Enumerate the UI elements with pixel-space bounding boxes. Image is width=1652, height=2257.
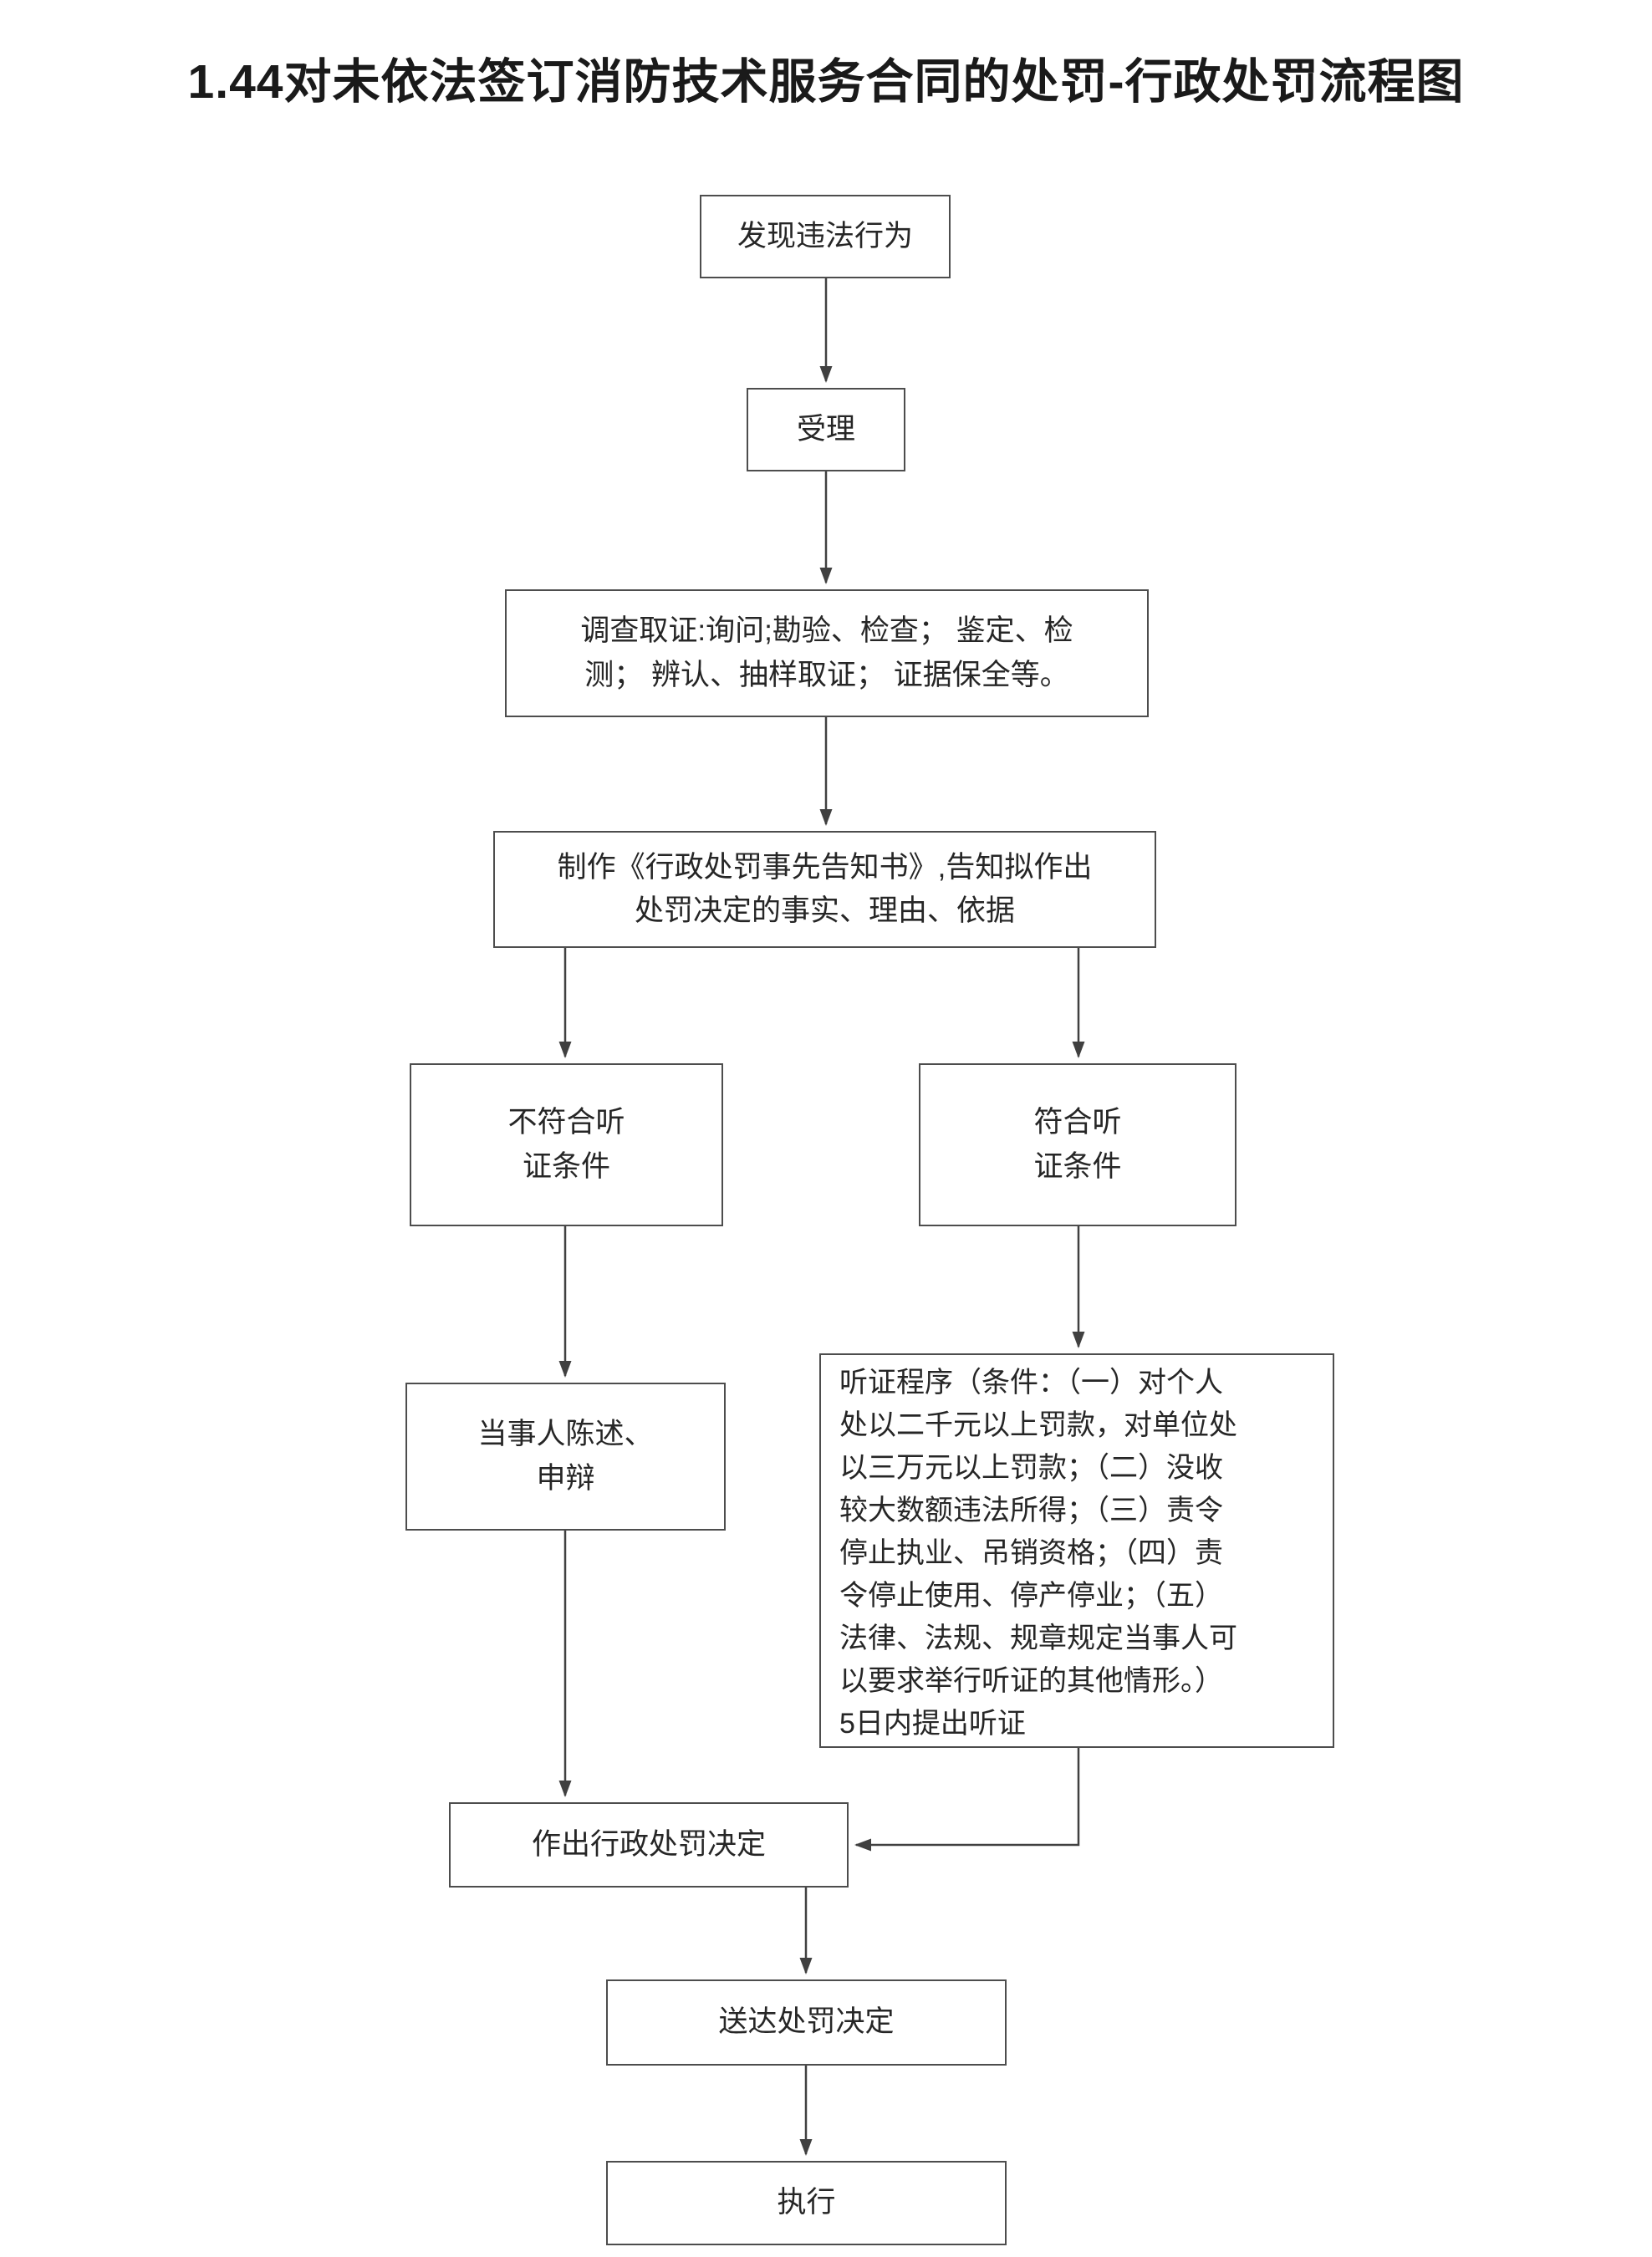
node-discover-violation: 发现违法行为 <box>700 195 951 278</box>
node-no-hearing-condition: 不符合听 证条件 <box>410 1063 723 1226</box>
node-hearing-condition: 符合听 证条件 <box>919 1063 1236 1226</box>
node-execute: 执行 <box>606 2161 1007 2245</box>
node-investigate-evidence: 调查取证:询问;勘验、检查； 鉴定、检 测； 辨认、抽样取证； 证据保全等。 <box>505 589 1149 717</box>
node-advance-notice: 制作《行政处罚事先告知书》,告知拟作出 处罚决定的事实、理由、依据 <box>493 831 1156 948</box>
node-hearing-procedure: 听证程序（条件：（一）对个人 处以二千元以上罚款，对单位处 以三万元以上罚款；（… <box>819 1353 1334 1748</box>
page-title: 1.44对未依法签订消防技术服务合同的处罚-行政处罚流程图 <box>187 55 1465 109</box>
node-deliver-decision: 送达处罚决定 <box>606 1979 1007 2066</box>
arrow-procedure-to-decision <box>854 1748 1080 1852</box>
node-accept-case: 受理 <box>747 388 905 471</box>
node-party-statement: 当事人陈述、 申辩 <box>405 1383 726 1531</box>
node-punishment-decision: 作出行政处罚决定 <box>449 1802 849 1888</box>
